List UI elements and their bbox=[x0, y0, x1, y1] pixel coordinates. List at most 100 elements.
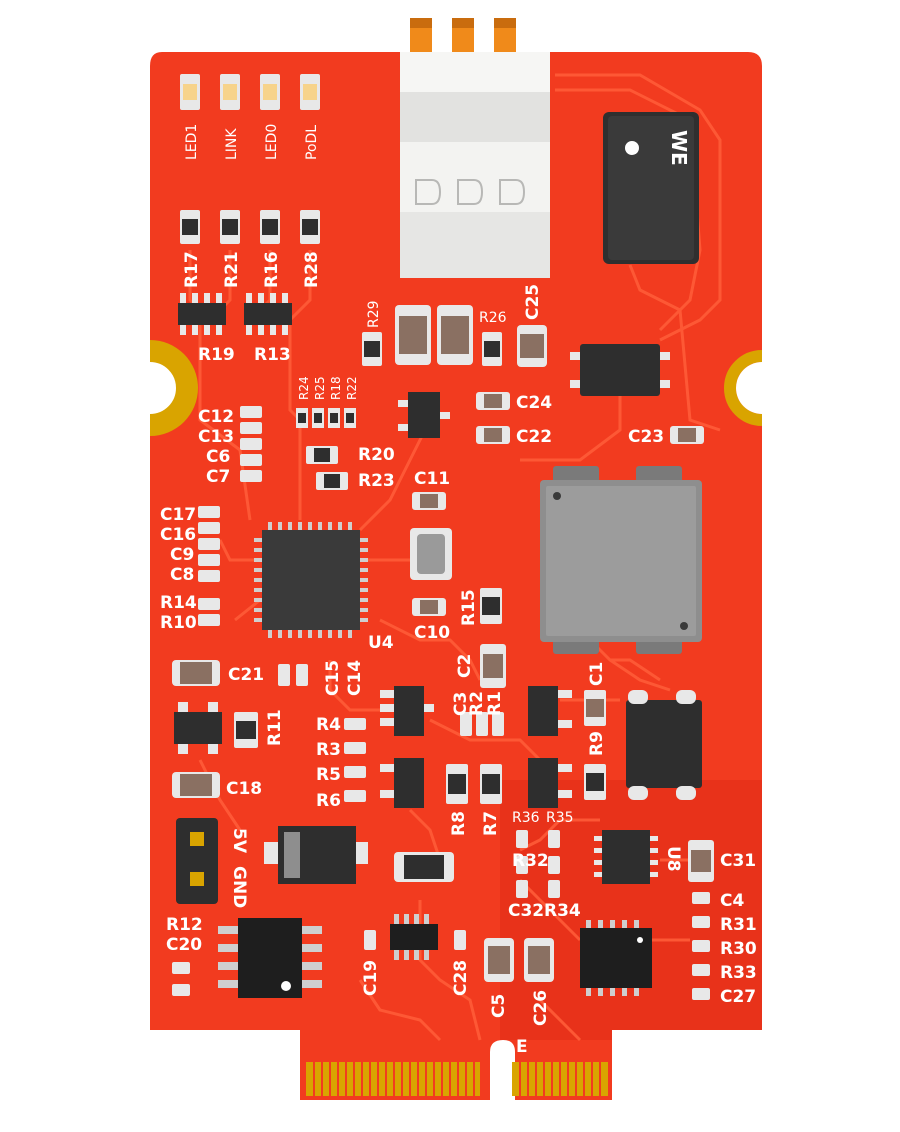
label-r18: R18 bbox=[329, 376, 343, 400]
label-r36: R36 bbox=[512, 810, 540, 826]
ceramic-capacitors-top bbox=[362, 305, 547, 367]
small-parts-center bbox=[172, 588, 606, 800]
label-c11: C11 bbox=[414, 469, 450, 489]
small-parts-lower bbox=[172, 830, 710, 1000]
label-c24: C24 bbox=[516, 393, 552, 413]
ic-top-right bbox=[570, 344, 670, 396]
label-r30: R30 bbox=[720, 939, 757, 959]
label-c2: C2 bbox=[455, 654, 475, 678]
edge-connector-pins bbox=[313, 1062, 601, 1096]
label-r26: R26 bbox=[479, 310, 507, 326]
resistor-row-top bbox=[180, 210, 320, 244]
label-c28: C28 bbox=[451, 960, 471, 996]
label-r15: R15 bbox=[459, 589, 479, 626]
label-c4: C4 bbox=[720, 891, 744, 911]
label-r8: R8 bbox=[449, 811, 469, 836]
resistor-array-r13 bbox=[244, 293, 292, 335]
label-r9: R9 bbox=[587, 731, 607, 756]
label-r25: R25 bbox=[313, 376, 327, 400]
label-c15: C15 bbox=[323, 660, 343, 696]
label-c13: C13 bbox=[198, 427, 234, 447]
label-c12: C12 bbox=[198, 407, 234, 427]
optocoupler bbox=[626, 690, 702, 800]
label-r34: R34 bbox=[544, 901, 581, 921]
label-r35: R35 bbox=[546, 810, 574, 826]
label-c27: C27 bbox=[720, 987, 756, 1007]
label-r7: R7 bbox=[481, 811, 501, 836]
label-r23: R23 bbox=[358, 471, 395, 491]
label-c8: C8 bbox=[170, 565, 194, 585]
label-c1: C1 bbox=[587, 662, 607, 686]
small-parts-mid bbox=[296, 392, 704, 616]
label-r28: R28 bbox=[302, 251, 322, 288]
label-c6: C6 bbox=[206, 447, 230, 467]
jumper-header bbox=[176, 818, 218, 904]
label-c14: C14 bbox=[345, 660, 365, 696]
diode bbox=[264, 826, 368, 884]
label-we: WE bbox=[667, 130, 691, 166]
label-link: LINK bbox=[224, 128, 240, 160]
label-led0: LED0 bbox=[264, 124, 280, 160]
label-c23: C23 bbox=[628, 427, 664, 447]
top-connector bbox=[400, 18, 550, 278]
label-c7: C7 bbox=[206, 467, 230, 487]
label-r19: R19 bbox=[198, 345, 235, 365]
label-gnd: GND bbox=[229, 866, 249, 908]
label-r2: R2 bbox=[467, 691, 487, 716]
label-podl: PoDL bbox=[304, 125, 320, 160]
label-c5: C5 bbox=[489, 994, 509, 1018]
label-c3: C3 bbox=[451, 692, 471, 716]
label-c26: C26 bbox=[531, 990, 551, 1026]
label-r22: R22 bbox=[345, 376, 359, 400]
label-r29: R29 bbox=[366, 300, 382, 328]
label-r12: R12 bbox=[166, 915, 203, 935]
label-c9: C9 bbox=[170, 545, 194, 565]
label-u8: U8 bbox=[663, 846, 683, 872]
we-transformer bbox=[603, 112, 699, 264]
label-5v: 5V bbox=[229, 828, 249, 854]
ic-u8 bbox=[594, 830, 714, 884]
label-r16: R16 bbox=[262, 251, 282, 288]
label-c25: C25 bbox=[523, 284, 543, 320]
resistor-array-r19 bbox=[178, 293, 226, 335]
transistors-mid bbox=[344, 686, 572, 808]
label-c21: C21 bbox=[228, 665, 264, 685]
ic-soic8 bbox=[218, 918, 322, 998]
mounting-hole-left bbox=[112, 340, 198, 440]
label-c32: C32 bbox=[508, 901, 544, 921]
label-r3: R3 bbox=[316, 740, 341, 760]
label-c18: C18 bbox=[226, 779, 262, 799]
label-r1: R1 bbox=[485, 691, 505, 716]
label-c19: C19 bbox=[361, 960, 381, 996]
label-u4: U4 bbox=[368, 633, 394, 653]
crystal bbox=[410, 528, 452, 580]
label-c10: C10 bbox=[414, 623, 450, 643]
mounting-hole-right bbox=[724, 340, 802, 440]
label-r32: R32 bbox=[512, 851, 549, 871]
label-r31: R31 bbox=[720, 915, 757, 935]
label-c16: C16 bbox=[160, 525, 196, 545]
label-r11: R11 bbox=[265, 709, 285, 746]
label-e: E bbox=[516, 1037, 528, 1057]
label-r10: R10 bbox=[160, 613, 197, 633]
led-row bbox=[180, 74, 320, 110]
ic-u4 bbox=[254, 522, 368, 638]
capacitor-column-left bbox=[198, 406, 262, 626]
label-led1: LED1 bbox=[184, 124, 200, 160]
label-c17: C17 bbox=[160, 505, 196, 525]
label-r33: R33 bbox=[720, 963, 757, 983]
label-c31: C31 bbox=[720, 851, 756, 871]
ic-small-mid bbox=[390, 914, 438, 960]
ic-bottom-right bbox=[580, 920, 652, 996]
label-r21: R21 bbox=[222, 251, 242, 288]
ceramic-capacitors-bottom bbox=[484, 938, 554, 982]
label-r20: R20 bbox=[358, 445, 395, 465]
fuse bbox=[394, 852, 454, 882]
label-r5: R5 bbox=[316, 765, 341, 785]
label-r4: R4 bbox=[316, 715, 341, 735]
label-c20: C20 bbox=[166, 935, 202, 955]
label-r17: R17 bbox=[182, 251, 202, 288]
label-r6: R6 bbox=[316, 791, 341, 811]
label-c22: C22 bbox=[516, 427, 552, 447]
